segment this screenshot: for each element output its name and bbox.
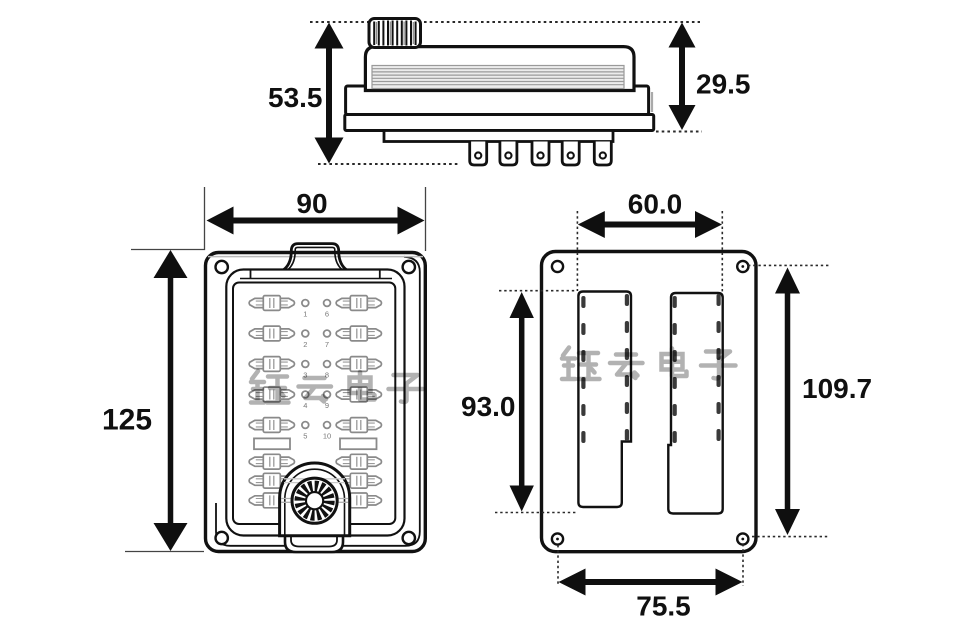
svg-text:10: 10	[323, 432, 331, 441]
svg-text:5: 5	[303, 432, 307, 441]
svg-text:7: 7	[325, 340, 329, 349]
svg-text:93.0: 93.0	[461, 391, 516, 422]
svg-text:125: 125	[102, 404, 152, 437]
svg-text:8: 8	[325, 371, 329, 380]
svg-text:9: 9	[325, 401, 329, 410]
svg-text:53.5: 53.5	[268, 82, 323, 113]
svg-text:109.7: 109.7	[802, 373, 872, 404]
svg-text:60.0: 60.0	[628, 189, 683, 220]
svg-text:4: 4	[303, 401, 307, 410]
svg-text:75.5: 75.5	[636, 591, 691, 622]
svg-text:90: 90	[296, 188, 327, 219]
svg-text:3: 3	[303, 371, 307, 380]
svg-text:1: 1	[303, 310, 307, 319]
svg-text:6: 6	[325, 310, 329, 319]
svg-text:29.5: 29.5	[696, 69, 751, 100]
svg-text:2: 2	[303, 340, 307, 349]
